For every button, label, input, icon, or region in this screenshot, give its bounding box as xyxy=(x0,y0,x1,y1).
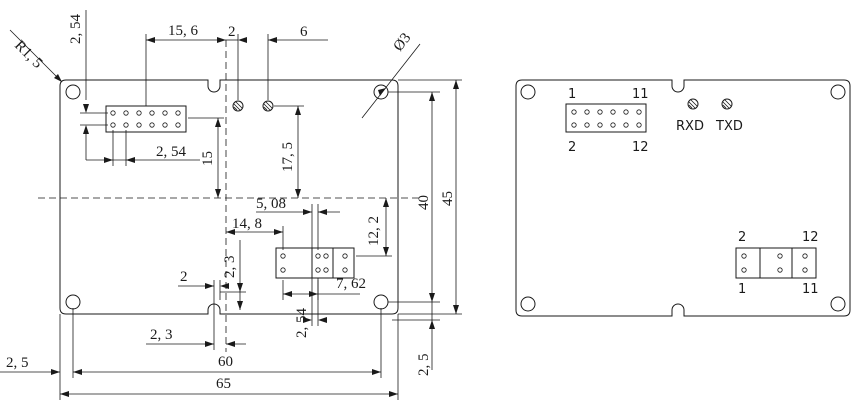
header-pin xyxy=(584,122,590,128)
header-pin xyxy=(315,267,321,273)
header-pin xyxy=(136,110,142,116)
mounting-hole-bottom-right xyxy=(373,294,389,310)
dim-hole-diameter: Ø3 xyxy=(391,30,415,54)
dim-width-65: 65 xyxy=(216,376,231,392)
dim-2-5-left: 2, 5 xyxy=(6,355,29,371)
dim-2-54-bottom: 2, 54 xyxy=(294,308,310,339)
header-2x6-bottom-pins xyxy=(280,253,348,273)
led-rxd-right xyxy=(687,98,699,110)
led-rxd xyxy=(232,100,244,112)
dim-2-5-right: 2, 5 xyxy=(416,354,432,377)
dim-12-2: 12, 2 xyxy=(366,216,382,246)
dim-pitch-vertical: 2, 54 xyxy=(68,14,84,45)
board-outline-right xyxy=(515,79,851,317)
header-pin xyxy=(636,109,642,115)
mounting-hole-right-top-left xyxy=(520,84,536,100)
dim-2-3-horizontal: 2, 3 xyxy=(150,327,173,343)
header-pin xyxy=(323,253,329,259)
dim-2-top: 2 xyxy=(228,24,236,40)
header-2x6-top-pins xyxy=(110,110,181,128)
dim-15: 15 xyxy=(200,151,216,166)
board-outline xyxy=(59,79,399,315)
header-pin xyxy=(597,122,603,128)
header-pin xyxy=(149,110,155,116)
header-pin xyxy=(280,267,286,273)
dimensioned-board-view: R1, 5 2, 54 15, 6 2 6 Ø3 2, 54 xyxy=(0,10,462,400)
header-2x6-top-body xyxy=(105,105,187,133)
header-pin xyxy=(802,253,808,259)
labeled-board-view: 1 11 2 12 xyxy=(515,79,851,317)
led-txd-right xyxy=(721,98,733,110)
header-pin xyxy=(584,109,590,115)
header-pin xyxy=(110,110,116,116)
txd-label: TXD xyxy=(715,119,743,134)
header1-pin12-label: 12 xyxy=(632,140,649,155)
header-pin xyxy=(342,267,348,273)
mounting-hole-right-bottom-left xyxy=(520,296,536,312)
header-pin xyxy=(777,267,783,273)
header-pin xyxy=(136,122,142,128)
header2-pin2-label: 2 xyxy=(738,230,746,245)
header-pin xyxy=(175,122,181,128)
mounting-hole-bottom-left xyxy=(65,294,81,310)
header-pin xyxy=(741,253,747,259)
header2-pin11-label: 11 xyxy=(802,282,819,297)
header-2x6-bottom-labeled xyxy=(735,247,817,279)
header-pin xyxy=(175,110,181,116)
dim-14-8: 14, 8 xyxy=(232,216,262,232)
header-pin xyxy=(623,109,629,115)
header-pin xyxy=(777,253,783,259)
header-pin xyxy=(597,109,603,115)
header-pin xyxy=(123,122,129,128)
dim-width-60: 60 xyxy=(218,354,233,370)
header-pin xyxy=(571,122,577,128)
dim-height-45: 45 xyxy=(440,191,456,206)
mounting-hole-top-left xyxy=(65,84,81,100)
dim-2-3-vertical: 2, 3 xyxy=(222,256,238,279)
dim-pitch-horizontal: 2, 54 xyxy=(156,144,187,160)
header-2x6-bottom xyxy=(275,247,355,279)
header-pin xyxy=(315,253,321,259)
header2-pin12-label: 12 xyxy=(802,230,819,245)
header-2x6-bottom-body xyxy=(275,247,355,279)
led-txd xyxy=(262,100,274,112)
dim-6-top: 6 xyxy=(300,24,308,40)
header-pin xyxy=(610,122,616,128)
header-pin xyxy=(571,109,577,115)
header1-pin2-label: 2 xyxy=(568,140,576,155)
header-pin xyxy=(149,122,155,128)
dim-17-5: 17, 5 xyxy=(280,142,296,172)
header-pin xyxy=(280,253,286,259)
dim-2-notch: 2 xyxy=(180,269,188,285)
header-pin xyxy=(610,109,616,115)
header-2x6-top xyxy=(105,105,187,133)
header-pin xyxy=(162,110,168,116)
header-2x6-labeled xyxy=(565,103,647,133)
header-pin xyxy=(623,122,629,128)
header1-pin1-label: 1 xyxy=(568,87,576,102)
header-2x6-labeled-body xyxy=(565,103,647,133)
header1-pin11-label: 11 xyxy=(632,87,649,102)
dim-corner-radius: R1, 5 xyxy=(11,38,45,72)
dim-7-62: 7, 62 xyxy=(336,276,366,292)
header-2x6-bottom-labeled-body xyxy=(735,247,817,279)
mounting-hole-right-bottom-right xyxy=(830,296,846,312)
header-pin xyxy=(741,267,747,273)
dim-15-6: 15, 6 xyxy=(168,23,199,39)
header-pin xyxy=(123,110,129,116)
header2-pin1-label: 1 xyxy=(738,282,746,297)
header-pin xyxy=(110,122,116,128)
header-pin xyxy=(342,253,348,259)
header-pin xyxy=(323,267,329,273)
header-pin xyxy=(802,267,808,273)
header-pin xyxy=(162,122,168,128)
dim-5-08: 5, 08 xyxy=(256,196,286,212)
rxd-label: RXD xyxy=(676,119,704,134)
header-pin xyxy=(636,122,642,128)
mounting-hole-right-top-right xyxy=(830,84,846,100)
dim-height-40: 40 xyxy=(416,195,432,210)
